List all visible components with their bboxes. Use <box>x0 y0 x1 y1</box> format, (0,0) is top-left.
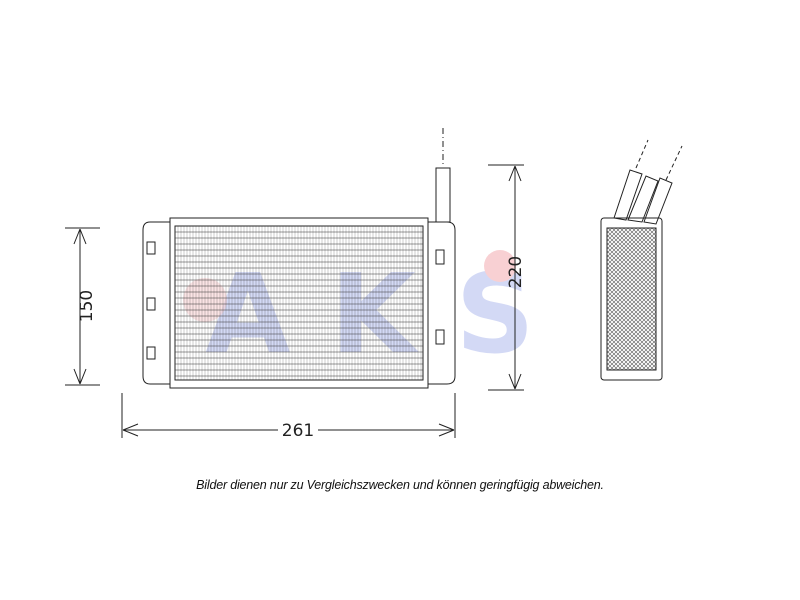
mount-tab <box>146 297 156 311</box>
mount-tab <box>435 329 445 345</box>
dimension-depth-label: 220 <box>506 256 526 288</box>
dimension-depth <box>488 164 524 391</box>
core-inner <box>174 225 424 381</box>
watermark-red-dot <box>484 250 516 282</box>
dimension-width <box>121 393 456 438</box>
side-view <box>600 139 683 381</box>
front-view <box>142 128 456 389</box>
dimension-width-label: 261 <box>282 421 314 441</box>
side-core <box>606 227 657 371</box>
left-end-tank <box>142 221 171 385</box>
mount-tab <box>146 241 156 255</box>
mount-tab <box>435 249 445 265</box>
coolant-pipe <box>435 167 451 223</box>
dimension-height-label: 150 <box>77 290 97 322</box>
side-body <box>600 217 663 381</box>
dimension-height <box>65 227 100 386</box>
side-pipes <box>613 139 683 225</box>
mount-tab <box>146 346 156 360</box>
disclaimer-caption: Bilder dienen nur zu Vergleichszwecken u… <box>196 478 604 492</box>
core-fins <box>175 226 423 380</box>
